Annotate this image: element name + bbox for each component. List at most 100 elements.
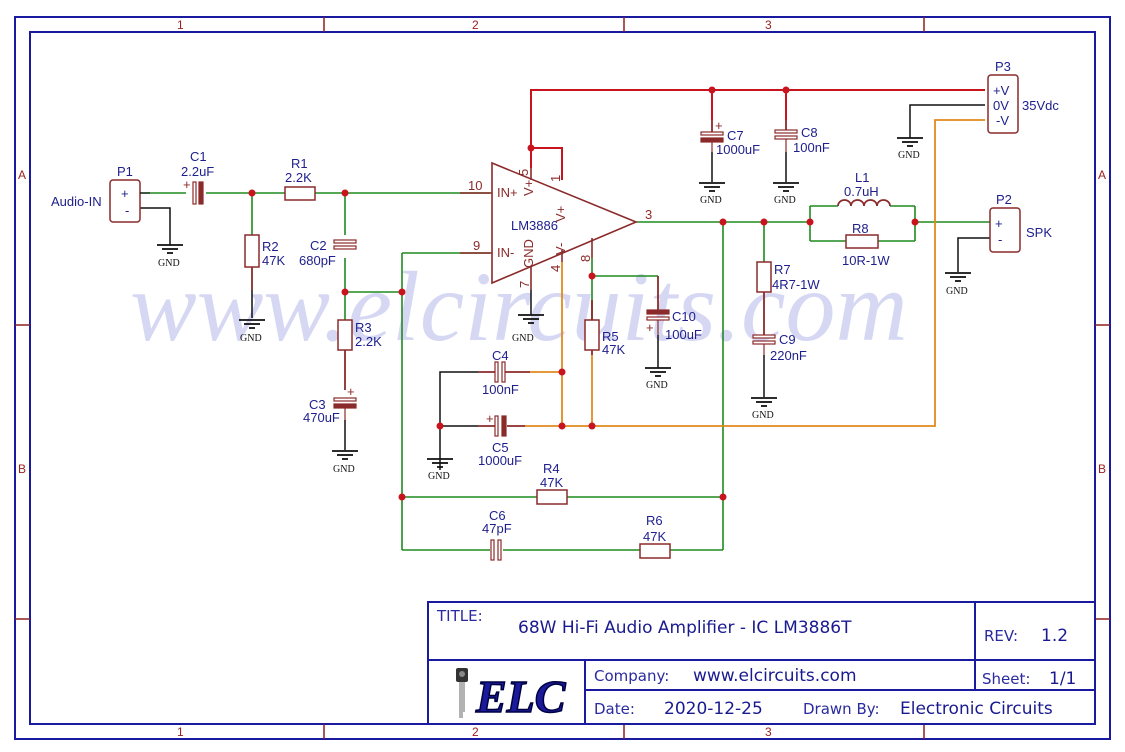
junctions	[248, 86, 919, 501]
l1-ref: L1	[855, 170, 869, 185]
gnd-p2	[945, 272, 971, 282]
c10-plus: +	[646, 320, 654, 335]
c8-ref: C8	[801, 125, 818, 140]
pin-gnd: GND	[521, 239, 536, 268]
ground-wires	[140, 104, 990, 470]
c10-value: 100uF	[665, 327, 702, 342]
c9-value: 220nF	[770, 348, 807, 363]
gnd-r2	[239, 319, 265, 329]
gnd-label-p3: GND	[898, 150, 920, 161]
ground-symbols	[157, 137, 971, 468]
p1-pin-minus: -	[125, 203, 129, 218]
c10-ref: C10	[672, 309, 696, 324]
p1-pin-plus: +	[121, 186, 129, 201]
date-value: 2020-12-25	[664, 699, 763, 719]
r3-value: 2.2K	[355, 334, 382, 349]
c4-ref: C4	[492, 348, 509, 363]
r6-value: 47K	[643, 529, 666, 544]
r7-body	[756, 261, 772, 293]
r5-value: 47K	[602, 342, 625, 357]
rev-key: REV:	[984, 627, 1018, 645]
c9-ref: C9	[779, 332, 796, 347]
p1-name: Audio-IN	[51, 194, 102, 209]
title-block	[427, 601, 1096, 725]
watermark: www.elcircuits.com	[130, 251, 908, 362]
c4-value: 100nF	[482, 382, 519, 397]
c3-value: 470uF	[303, 410, 340, 425]
r3-body	[337, 319, 353, 351]
p2-pin-plus: +	[995, 216, 1003, 231]
pin-3: 3	[645, 207, 652, 222]
r8-body	[845, 234, 879, 249]
zone-col-3-bottom: 3	[765, 725, 772, 739]
r7-ref: R7	[774, 262, 791, 277]
c5-ref: C5	[492, 440, 509, 455]
p3-ref: P3	[995, 59, 1011, 74]
title-value: 68W Hi-Fi Audio Amplifier - IC LM3886T	[518, 618, 852, 638]
p2-name: SPK	[1026, 225, 1052, 240]
c5-value: 1000uF	[478, 453, 522, 468]
c2-ref: C2	[310, 238, 327, 253]
gnd-c8	[773, 182, 799, 192]
c5-plus: +	[486, 411, 494, 426]
c3-ref: C3	[309, 397, 326, 412]
gnd-label-c3: GND	[333, 464, 355, 475]
component-leads	[251, 120, 787, 427]
component-labels: P1 Audio-IN C1 2.2uF R1 2.2K R2 47K C2 6…	[51, 59, 1059, 544]
component-bodies	[109, 74, 1021, 559]
rev-value: 1.2	[1041, 626, 1068, 646]
gnd-label-c7: GND	[700, 195, 722, 206]
pin-1: 1	[548, 175, 563, 182]
date-key: Date:	[594, 700, 635, 718]
r6-body	[639, 543, 671, 559]
pin-9: 9	[473, 238, 480, 253]
c7-value: 1000uF	[716, 142, 760, 157]
p3-name: 35Vdc	[1022, 98, 1059, 113]
r2-value: 47K	[262, 253, 285, 268]
zone-col-1-top: 1	[177, 18, 184, 32]
p3-pin-neg: -V	[996, 113, 1009, 128]
power-wires	[530, 89, 985, 180]
p2-body	[989, 207, 1021, 253]
pin-vplus-a: V+	[521, 180, 536, 196]
r3-ref: R3	[355, 320, 372, 335]
pin-in-minus: IN-	[497, 245, 514, 260]
pin-vplus-b: V+	[553, 206, 568, 222]
pin-vminus: V-	[553, 243, 568, 255]
lm3886-label: LM3886	[511, 218, 558, 233]
gnd-label-u1: GND	[512, 333, 534, 344]
zone-col-1-bottom: 1	[177, 725, 184, 739]
c7-ref: C7	[727, 128, 744, 143]
p3-body	[987, 74, 1019, 134]
c7-plus: +	[715, 118, 723, 133]
zone-col-2-bottom: 2	[472, 725, 479, 739]
r4-ref: R4	[543, 461, 560, 476]
elc-logo: ELC	[456, 668, 568, 723]
gnd-c7	[699, 182, 725, 192]
gnd-u1	[518, 314, 544, 324]
gnd-label-c4c5: GND	[428, 471, 450, 482]
gnd-c4c5	[427, 458, 453, 468]
r1-value: 2.2K	[285, 170, 312, 185]
gnd-c3	[332, 450, 358, 460]
p1-ref: P1	[117, 164, 133, 179]
zone-col-2-top: 2	[472, 18, 479, 32]
gnd-p3	[897, 137, 923, 147]
pin-4: 4	[548, 265, 563, 272]
r6-ref: R6	[646, 513, 663, 528]
gnd-label-c9: GND	[752, 410, 774, 421]
zone-row-a-right: A	[1098, 168, 1106, 182]
gnd-label-p1: GND	[158, 258, 180, 269]
company-key: Company:	[594, 667, 669, 685]
r7-value: 4R7-1W	[772, 277, 820, 292]
pin-10: 10	[468, 178, 482, 193]
polarity-marks: + + + + +	[183, 118, 723, 426]
inductor-l1	[837, 199, 891, 207]
pin-8: 8	[578, 255, 593, 262]
zone-col-3-top: 3	[765, 18, 772, 32]
r1-body	[284, 186, 316, 201]
r4-value: 47K	[540, 475, 563, 490]
r5-body	[584, 319, 600, 351]
gnd-label-r2: GND	[240, 333, 262, 344]
